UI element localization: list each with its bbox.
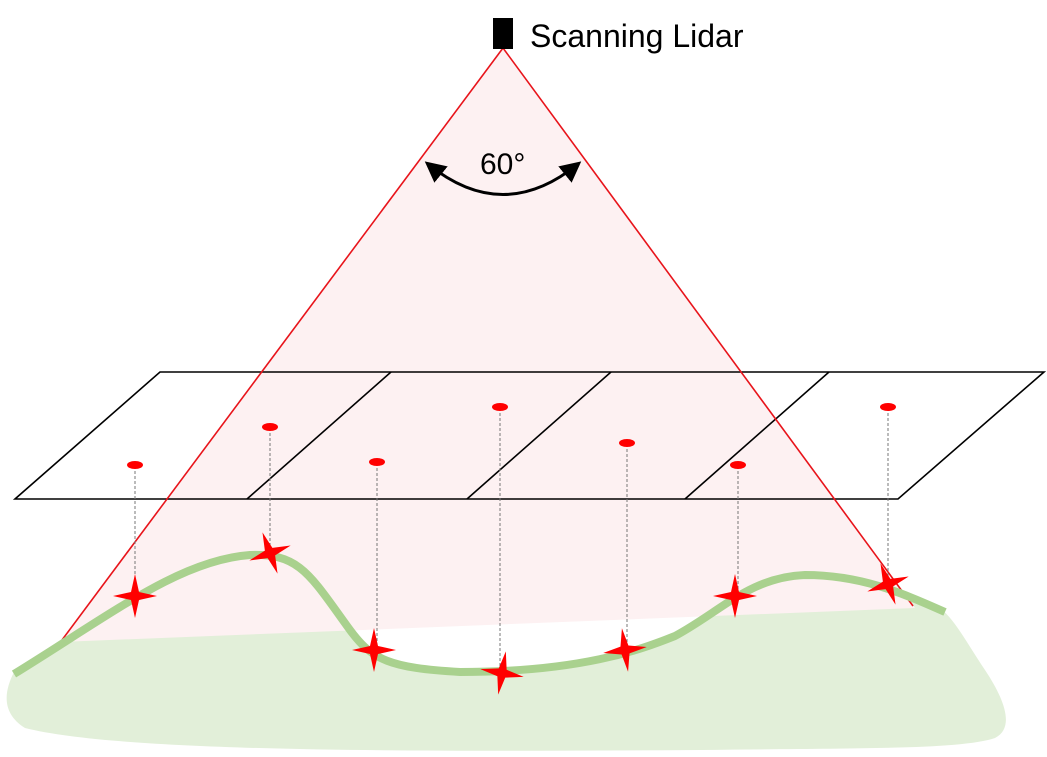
dot-icon [369,458,385,466]
dot-icon [880,403,896,411]
dot-icon [492,403,508,411]
dot-icon [619,439,635,447]
star-icon [603,628,647,672]
cone-edge-right [502,47,914,607]
grid-divider-2 [466,371,612,500]
star-icon [113,574,157,618]
star-icon [352,628,396,672]
dot-icon [127,461,143,469]
dot-icon [730,461,746,469]
ground-hits [113,532,909,695]
grid-outline [12,371,1047,500]
grid-divider-1 [246,371,392,500]
grid-divider-3 [684,371,830,500]
angle-label: 60° [480,148,525,181]
dot-icon [262,423,278,431]
grid-points [127,403,896,469]
star-icon [249,532,291,574]
double-arrow-arc-icon [424,161,582,196]
star-icon [713,574,757,618]
sensor-label: Scanning Lidar [530,18,744,54]
scan-cone [60,48,915,642]
star-icon [867,563,909,605]
star-icon [480,651,524,695]
projection-lines [134,408,889,673]
terrain-surface-line [11,550,947,678]
measurement-grid [12,371,1047,500]
lidar-sensor-icon [493,18,513,49]
